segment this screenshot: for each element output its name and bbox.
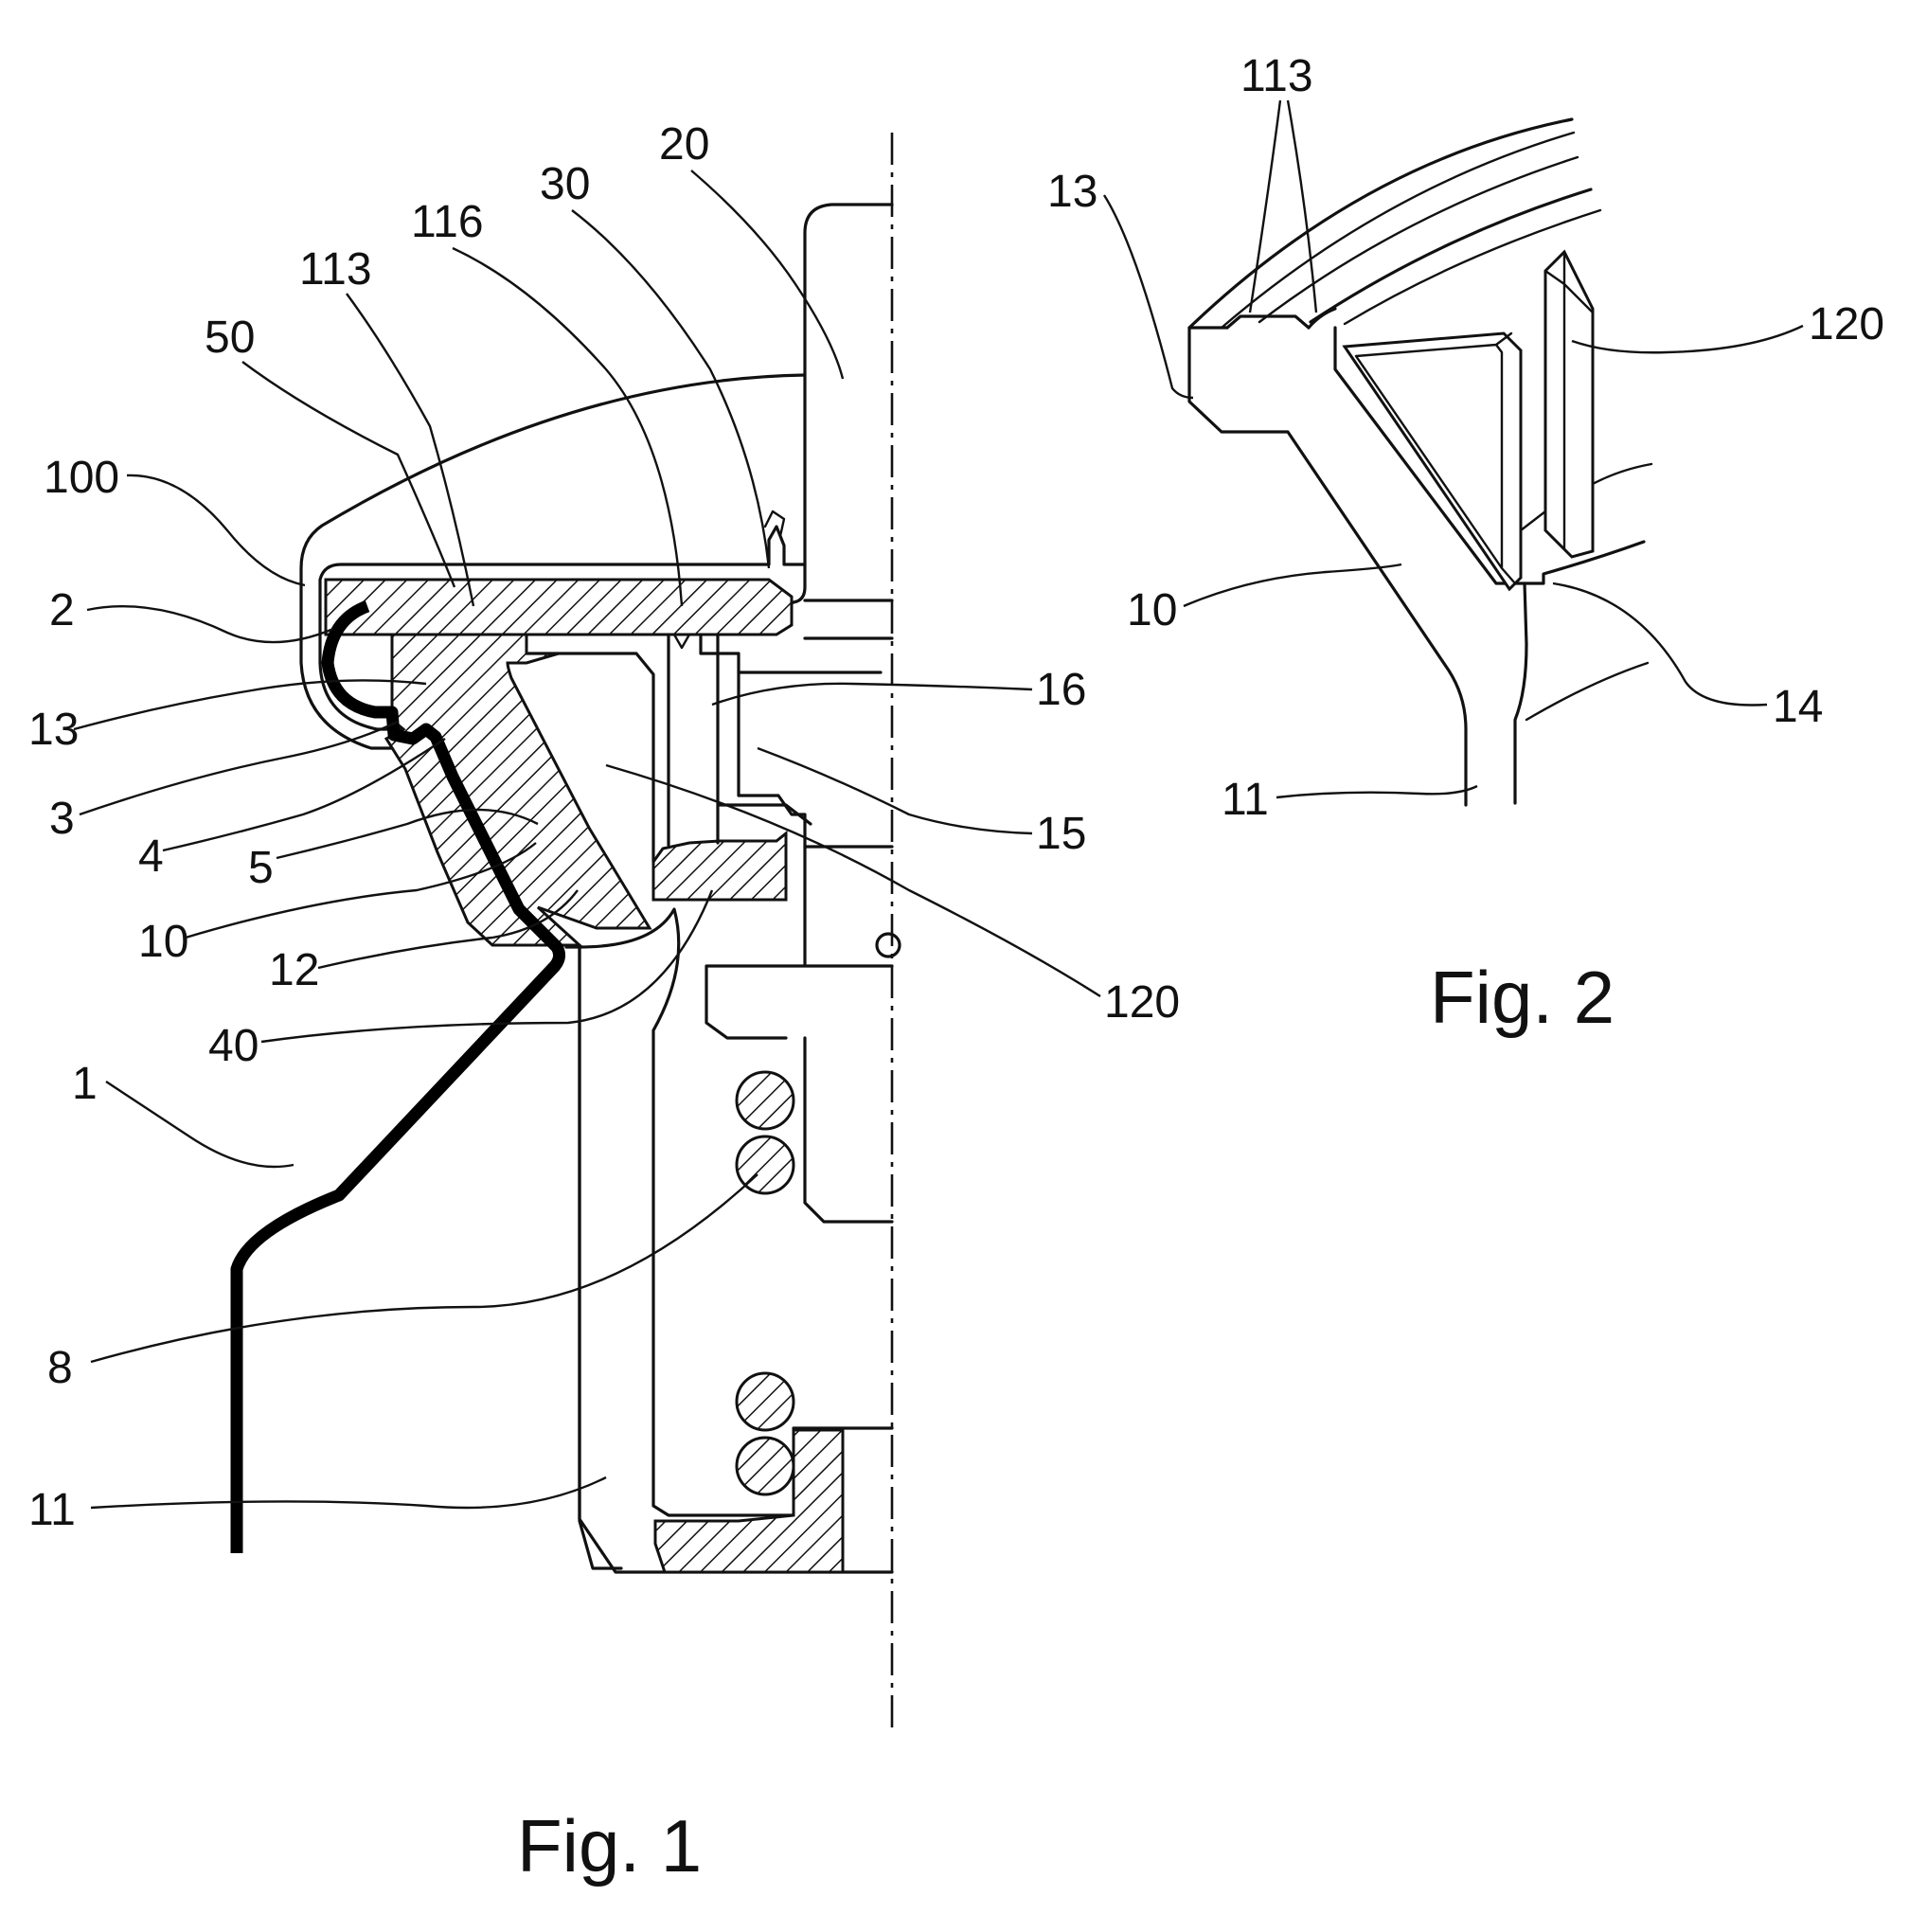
label-50: 50 [205,313,255,363]
label-100: 100 [44,453,119,503]
fig2-rib-stub [1521,511,1545,530]
label-20: 20 [659,119,709,170]
label-5: 5 [248,843,274,893]
fig2-web-14 [1515,583,1526,803]
label-12: 12 [269,945,319,995]
label-40: 40 [208,1021,259,1071]
spring-coils-8 [737,1072,794,1494]
element-40 [653,833,786,900]
figure-2: 113 13 120 10 14 11 Fig. 2 [1047,51,1884,1039]
fig2-label-13: 13 [1047,167,1097,217]
fig2-rim-arc-3 [1259,157,1578,322]
label-30: 30 [540,159,590,209]
label-1: 1 [72,1059,98,1109]
inner-step-block [706,847,892,1222]
fig2-groove-113-a [1227,316,1309,328]
fig2-web-14-line [1526,663,1648,720]
fig2-web-line [1591,464,1651,485]
label-10: 10 [138,917,188,967]
fig2-rib-120[interactable] [1545,252,1593,557]
member-15-16-frame [669,635,881,845]
fig2-label-11: 11 [1222,775,1269,825]
fig2-rim-arc-2 [1222,133,1574,328]
member-15-box [739,672,892,847]
fig2-label-10: 10 [1127,585,1177,635]
fig1-caption: Fig. 1 [517,1804,702,1887]
fig2-triangular-boss [1345,333,1521,589]
cover-plate-50 [326,580,792,635]
fig2-caption: Fig. 2 [1430,956,1615,1039]
label-15: 15 [1036,809,1086,859]
hub-part-20 [786,205,892,606]
label-113: 113 [299,244,372,295]
label-13: 13 [28,705,79,755]
fig2-rim-arc-1 [1189,119,1572,328]
fig2-groove-113-b [1309,309,1335,328]
label-11: 11 [28,1485,76,1535]
label-120: 120 [1104,977,1180,1028]
label-116: 116 [411,197,484,247]
small-notch [877,934,900,957]
cover-dome-100 [301,375,805,748]
label-4: 4 [138,832,164,882]
label-8: 8 [47,1343,73,1393]
fig2-label-113: 113 [1240,51,1313,101]
label-3: 3 [49,794,75,844]
label-16: 16 [1036,665,1086,715]
figure-1: 100 2 13 3 4 5 10 12 40 1 8 11 50 113 11… [28,119,1180,1887]
fig2-label-14: 14 [1773,682,1823,732]
leg-11-outer [580,947,892,1572]
label-2: 2 [49,585,75,635]
fig2-label-120: 120 [1809,299,1884,349]
